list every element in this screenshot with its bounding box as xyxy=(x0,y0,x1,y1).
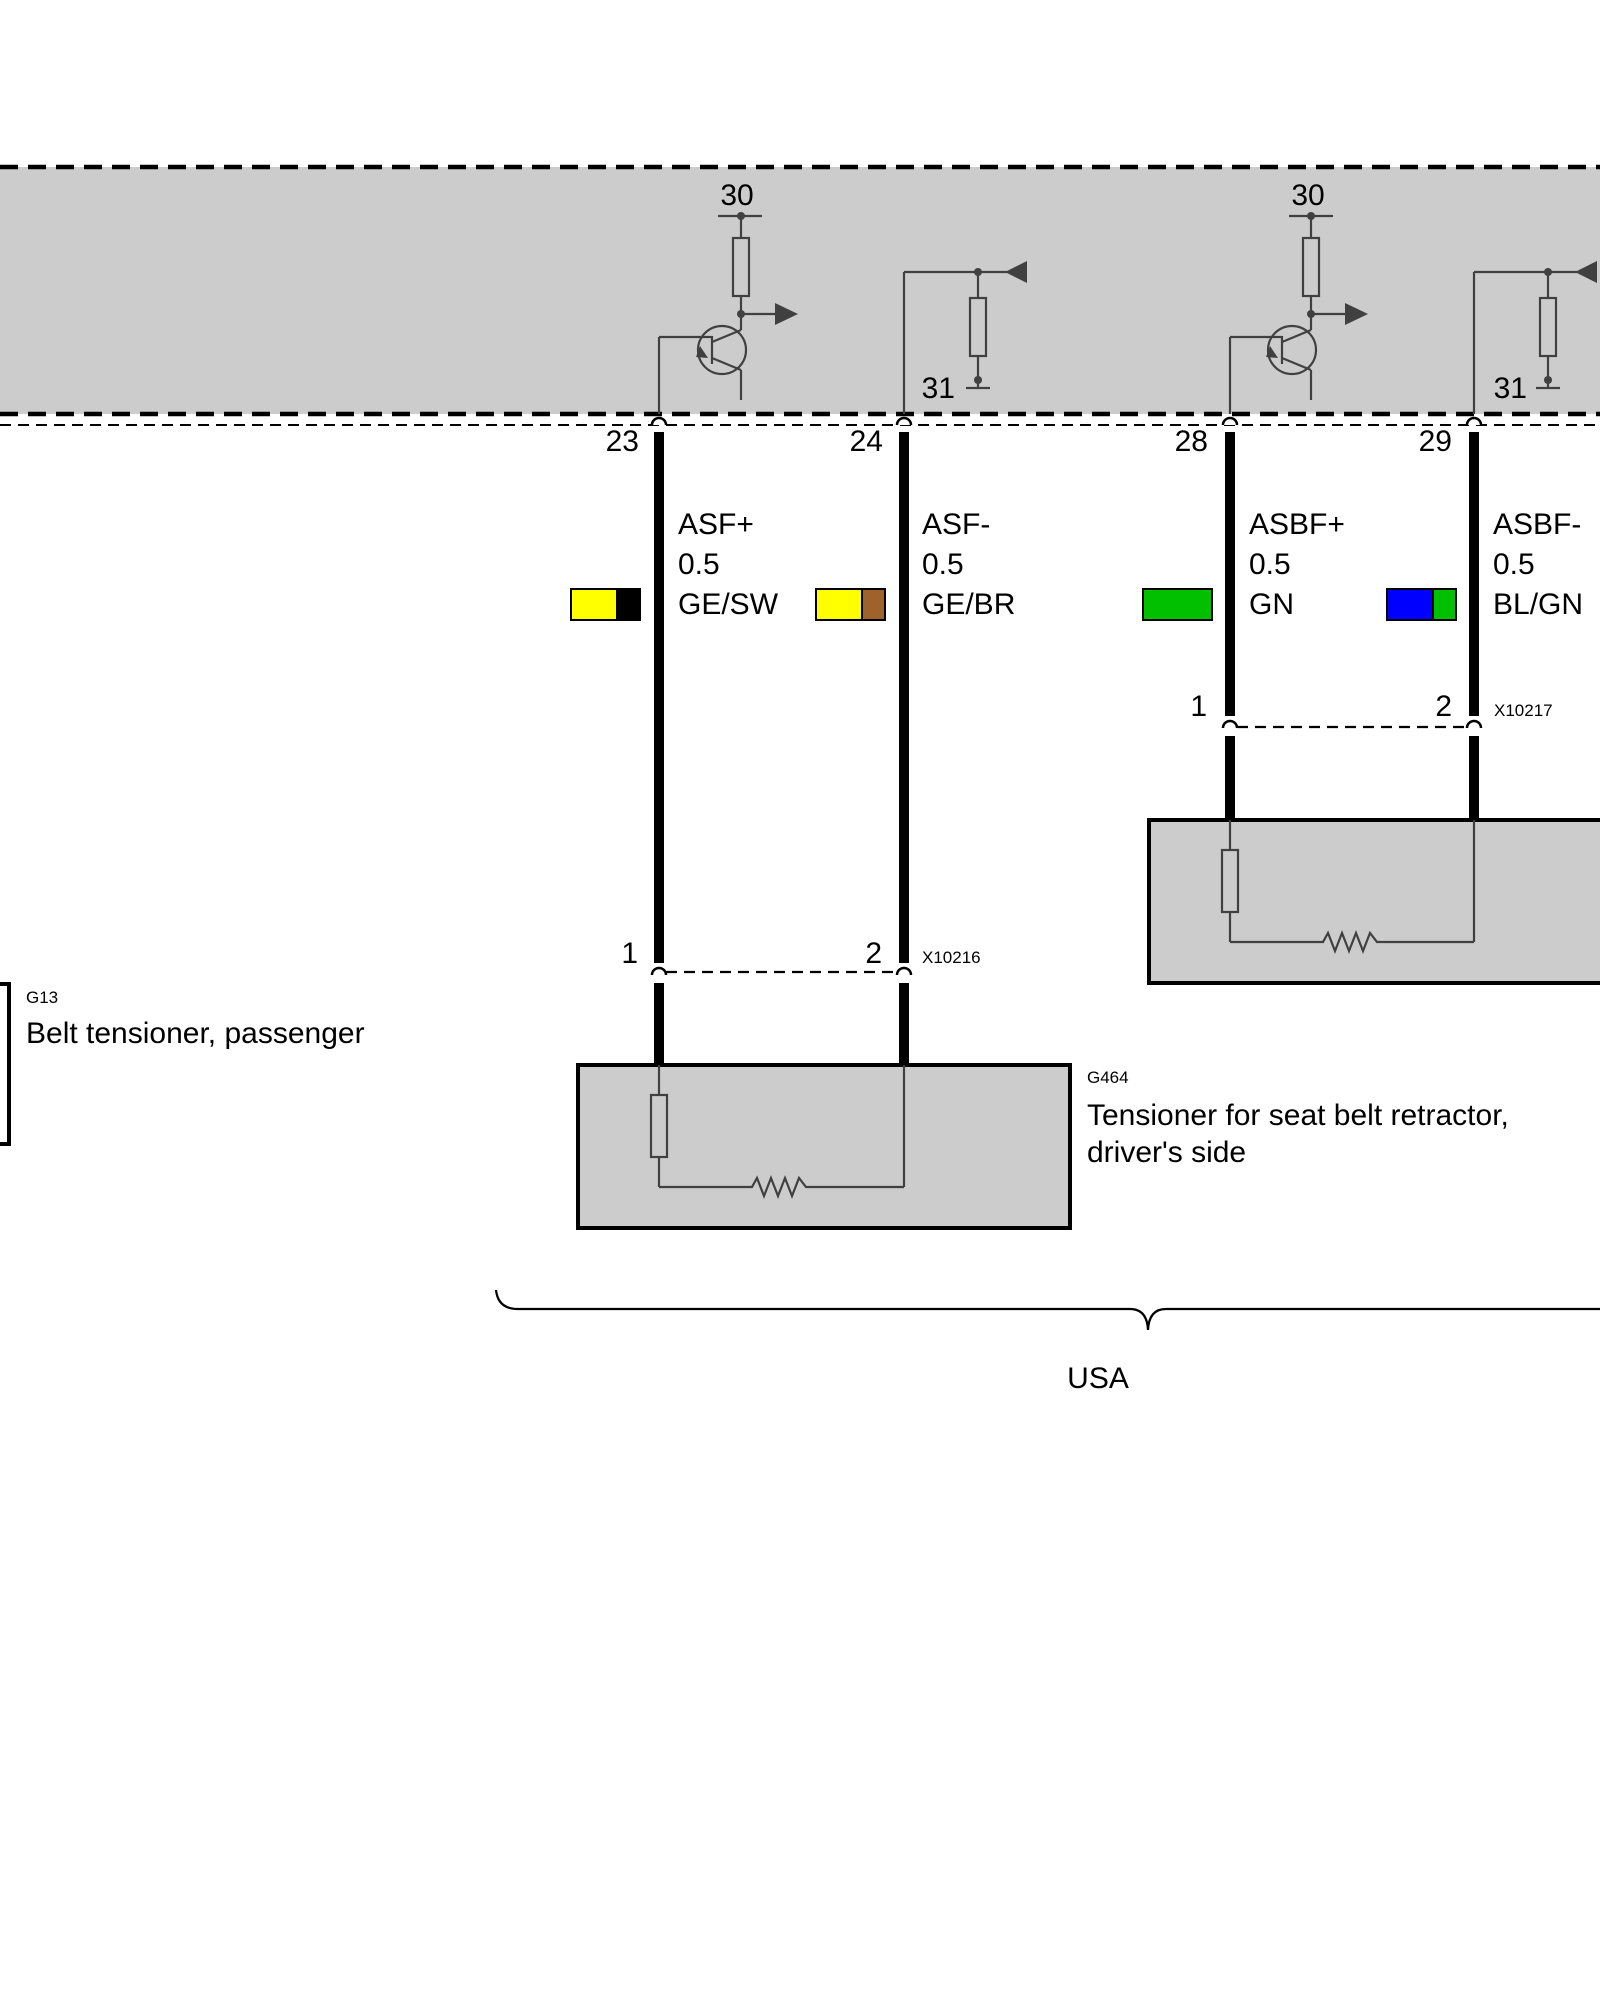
connector-id: X10216 xyxy=(922,948,981,967)
output-arrow-icon xyxy=(775,303,798,325)
wire-signal: ASF- xyxy=(922,508,990,541)
component-g13: G13 Belt tensioner, passenger xyxy=(0,982,365,1146)
wire-color-code: BL/GN xyxy=(1493,588,1583,621)
pin-number: 29 xyxy=(1419,425,1452,458)
swatch-border xyxy=(570,588,641,621)
region-bracket: USA xyxy=(494,1289,1600,1395)
swatch-base-color xyxy=(816,589,862,620)
output-stage-transistor: 30 xyxy=(1228,179,1368,414)
wire-color-swatch xyxy=(1142,588,1213,621)
wire-color-swatch xyxy=(1386,588,1457,621)
output-arrow-icon xyxy=(1345,303,1368,325)
wire-asf-minus xyxy=(895,416,913,1065)
component-body xyxy=(0,982,11,1146)
wire-asbf-plus xyxy=(1221,416,1239,820)
component-g464: G464 Tensioner for seat belt retractor, … xyxy=(576,1063,1509,1230)
component-id: G13 xyxy=(26,988,58,1007)
wire-color-code: GE/BR xyxy=(922,588,1015,621)
ground-stage: 31 xyxy=(902,261,1027,414)
swatch-base-color xyxy=(571,589,617,620)
ground-stage: 31 xyxy=(1472,261,1597,414)
connector-pin: 1 xyxy=(621,937,638,970)
wire-color-swatch xyxy=(815,588,886,621)
input-arrow-icon xyxy=(1575,261,1597,283)
component-label: driver's side xyxy=(1087,1136,1246,1169)
transistor-icon xyxy=(1266,324,1318,376)
output-stage-transistor: 30 xyxy=(657,179,798,414)
wire-label: ASF- 0.5 GE/BR xyxy=(922,508,1015,621)
transistor-icon xyxy=(696,324,748,376)
wire-asf-plus xyxy=(650,416,668,1065)
component-body xyxy=(1147,818,1600,985)
pin-number: 28 xyxy=(1175,425,1208,458)
swatch-border xyxy=(1142,588,1213,621)
pin-number: 24 xyxy=(850,425,883,458)
wire-signal: ASBF+ xyxy=(1249,508,1345,541)
swatch-border xyxy=(1386,588,1457,621)
component-passenger-tensioner xyxy=(1147,818,1600,985)
connector-pin: 1 xyxy=(1190,690,1207,723)
heating-element-icon xyxy=(659,1174,904,1200)
connector-x10216: 1 2 X10216 xyxy=(621,937,981,974)
wire-signal: ASBF- xyxy=(1493,508,1581,541)
swatch-border xyxy=(815,588,886,621)
heating-element-icon xyxy=(1230,929,1474,955)
wire-label: ASF+ 0.5 GE/SW xyxy=(678,508,779,621)
pin-number: 23 xyxy=(606,425,639,458)
wire-label: ASBF- 0.5 BL/GN xyxy=(1493,508,1583,621)
swatch-stripe-color xyxy=(617,589,640,620)
swatch-stripe-color xyxy=(1433,589,1456,620)
terminal-label: 31 xyxy=(1494,372,1527,405)
connector-x10217: 1 2 X10217 xyxy=(1190,690,1553,729)
wire-cross-section: 0.5 xyxy=(1249,548,1291,581)
connector-pin: 2 xyxy=(865,937,882,970)
input-arrow-icon xyxy=(1005,261,1027,283)
control-unit-body xyxy=(0,167,1600,414)
wire-color-swatch xyxy=(570,588,641,621)
wire-cross-section: 0.5 xyxy=(678,548,720,581)
swatch-base-color xyxy=(1387,589,1433,620)
wire-cross-section: 0.5 xyxy=(922,548,964,581)
wire-signal: ASF+ xyxy=(678,508,754,541)
region-label: USA xyxy=(1067,1362,1129,1395)
component-label: Tensioner for seat belt retractor, xyxy=(1087,1099,1509,1132)
swatch-stripe-color xyxy=(862,589,885,620)
wire-label: ASBF+ 0.5 GN xyxy=(1249,508,1345,621)
wire-asbf-minus xyxy=(1465,416,1483,820)
wire-color-code: GE/SW xyxy=(678,588,779,621)
control-unit: 30 xyxy=(0,164,1600,426)
terminal-label: 30 xyxy=(1291,179,1324,212)
swatch-base-color xyxy=(1143,589,1212,620)
component-label: Belt tensioner, passenger xyxy=(26,1017,365,1050)
connector-id: X10217 xyxy=(1494,701,1553,720)
wire-color-code: GN xyxy=(1249,588,1294,621)
curly-brace-icon xyxy=(494,1289,1600,1331)
terminal-label: 30 xyxy=(720,179,753,212)
wire-cross-section: 0.5 xyxy=(1493,548,1535,581)
component-id: G464 xyxy=(1087,1068,1129,1087)
connector-pin: 2 xyxy=(1435,690,1452,723)
terminal-label: 31 xyxy=(922,372,955,405)
